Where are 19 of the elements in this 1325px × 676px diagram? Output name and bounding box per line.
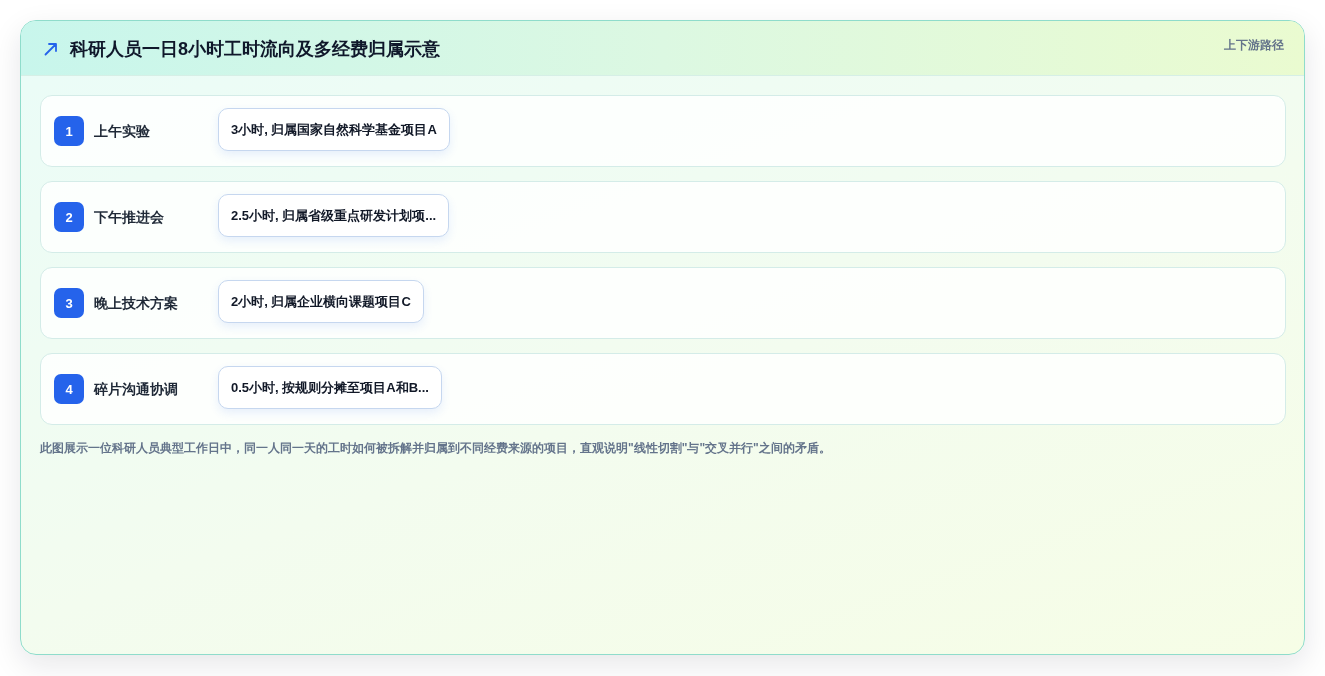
step-card [40, 267, 1286, 339]
step-card [40, 353, 1286, 425]
step-label: 下午推进会 [94, 208, 164, 226]
step-card [40, 181, 1286, 253]
title: 科研人员一日8小时工时流向及多经费归属示意 [70, 38, 440, 61]
hours-tag: 0.5小时, 按规则分摊至项目A和B... [218, 366, 442, 409]
step-number: 4 [54, 374, 84, 404]
hours-tag: 2小时, 归属企业横向课题项目C [218, 280, 424, 323]
hours-tag: 2.5小时, 归属省级重点研发计划项... [218, 194, 450, 237]
step-label: 碎片沟通协调 [94, 380, 178, 398]
step-number: 2 [54, 202, 84, 232]
step-label: 晚上技术方案 [94, 294, 178, 312]
step-card [40, 95, 1286, 167]
hours-tag: 3小时, 归属国家自然科学基金项目A [218, 108, 450, 151]
step-number: 1 [54, 116, 84, 146]
step-number: 3 [54, 288, 84, 318]
step-label: 上午实验 [94, 122, 150, 140]
header-label: 上下游路径 [1224, 37, 1284, 53]
caption: 此图展示一位科研人员典型工作日中，同一人同一天的工时如何被拆解并归属到不同经费来源的项目，直观说明"线性切割"与"交叉并行"之间的矛盾。 [40, 440, 831, 456]
